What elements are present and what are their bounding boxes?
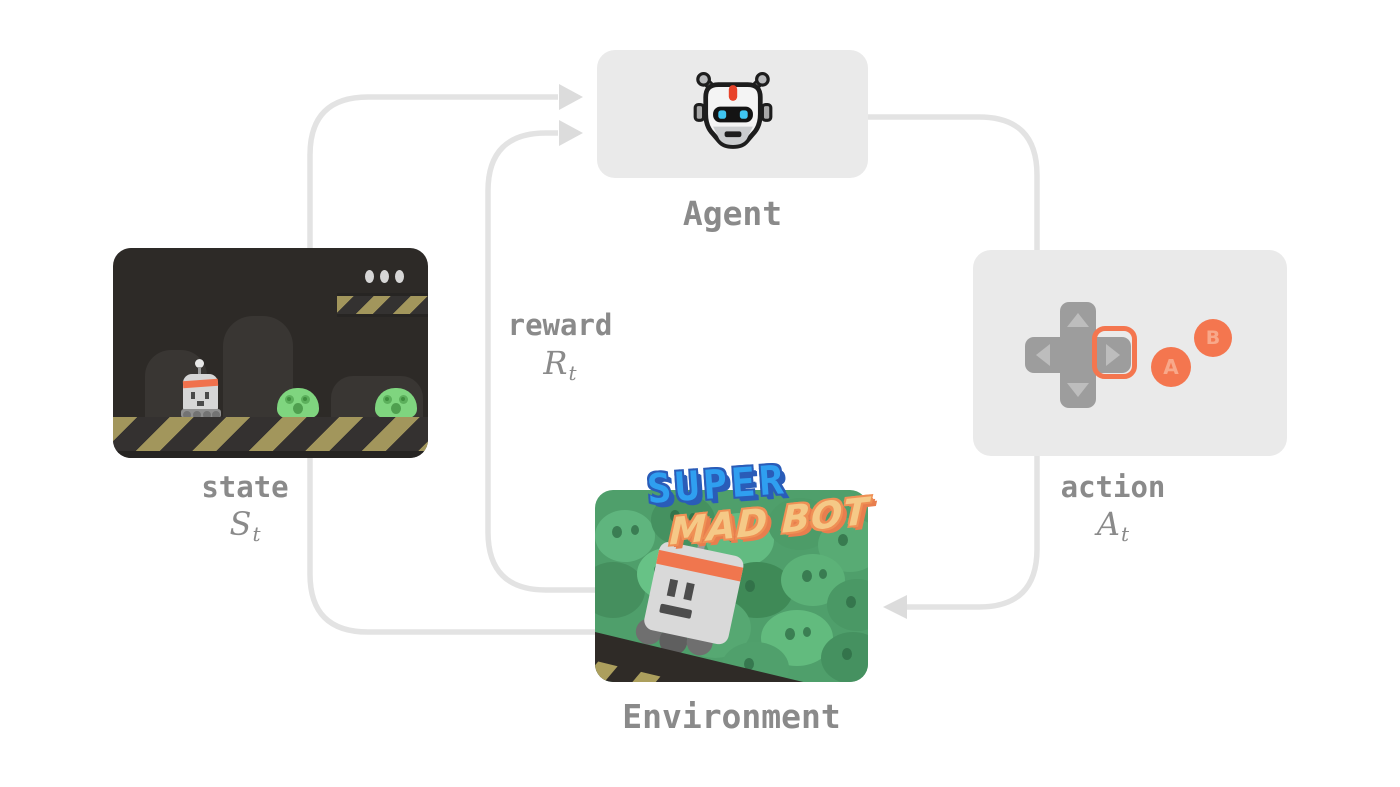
slime-enemy [277,388,319,418]
state-screenshot [113,248,428,458]
game-cover-image [595,490,868,682]
action-label: action [1060,470,1166,504]
action-symbol: At [1096,505,1130,546]
agent-node [597,50,868,178]
menu-dot-icon [365,270,374,283]
arrowhead-action-icon [883,595,907,619]
robot-character [181,359,223,419]
hazard-platform [337,293,428,317]
slime-enemy [375,388,417,418]
reward-label: reward [507,308,613,342]
dpad-left-arrow-icon [1036,344,1050,366]
edge-reward-to-agent [485,130,595,593]
dpad-up-arrow-icon [1067,313,1089,327]
arrowhead-state-icon [559,84,583,110]
dpad-right-arrow-icon [1106,344,1120,366]
agent-label: Agent [682,194,783,233]
state-label: state [201,470,289,504]
dpad-down-arrow-icon [1067,383,1089,397]
environment-label: Environment [622,697,841,736]
reward-symbol: Rt [543,344,577,385]
hazard-floor [113,417,428,451]
floor-base [113,451,428,458]
selected-action-highlight [1092,326,1137,379]
menu-dot-icon [380,270,389,283]
arrowhead-reward-icon [559,120,583,146]
state-symbol: St [229,505,261,546]
menu-dot-icon [395,270,404,283]
environment-node: SUPER MAD BOT [595,457,870,682]
env-robot-character [635,523,744,656]
button-b: B [1194,319,1232,357]
gamepad-icon: A B [973,250,1287,456]
action-node: A B [973,250,1287,456]
button-a: A [1151,347,1191,387]
robot-face-icon [693,72,772,149]
